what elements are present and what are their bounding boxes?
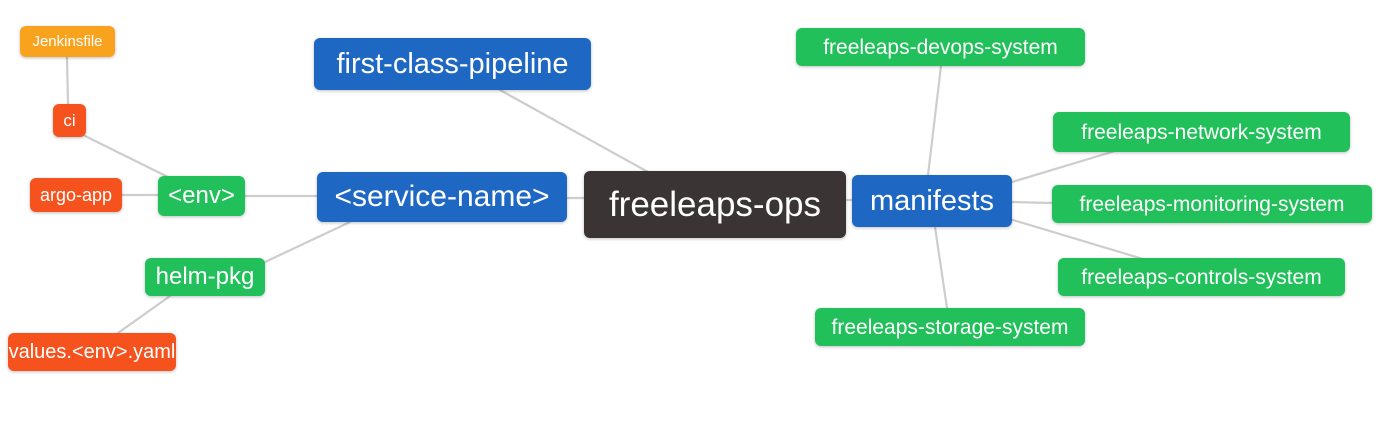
node-controls-system[interactable]: freeleaps-controls-system [1058,258,1345,296]
node-manifests[interactable]: manifests [852,175,1012,227]
node-values-env-yaml[interactable]: values.<env>.yaml [8,333,176,371]
node-first-class-pipeline[interactable]: first-class-pipeline [314,38,591,90]
node-helm-pkg[interactable]: helm-pkg [145,258,265,296]
node-jenkinsfile[interactable]: Jenkinsfile [20,26,115,57]
edge-helm-pkg-values-env-yaml [116,294,172,335]
edge-service-name-helm-pkg [263,220,352,264]
edge-manifests-monitoring-system [1010,200,1054,205]
node-network-system[interactable]: freeleaps-network-system [1053,112,1350,152]
edge-manifests-storage-system [933,225,949,310]
edge-manifests-network-system [1010,149,1117,184]
node-storage-system[interactable]: freeleaps-storage-system [815,308,1085,346]
node-argo-app[interactable]: argo-app [30,178,122,212]
edge-manifests-controls-system [1011,218,1145,261]
edge-ci-env [83,134,172,180]
node-service-name[interactable]: <service-name> [317,172,567,222]
node-devops-system[interactable]: freeleaps-devops-system [796,28,1085,66]
node-env[interactable]: <env> [158,176,245,216]
node-ci[interactable]: ci [53,104,86,137]
edge-jenkinsfile-ci [65,55,70,106]
edge-first-class-pipeline-freeleaps-ops [498,88,650,174]
edge-manifests-devops-system [926,64,943,177]
node-freeleaps-ops[interactable]: freeleaps-ops [584,171,846,238]
node-monitoring-system[interactable]: freeleaps-monitoring-system [1052,185,1372,223]
